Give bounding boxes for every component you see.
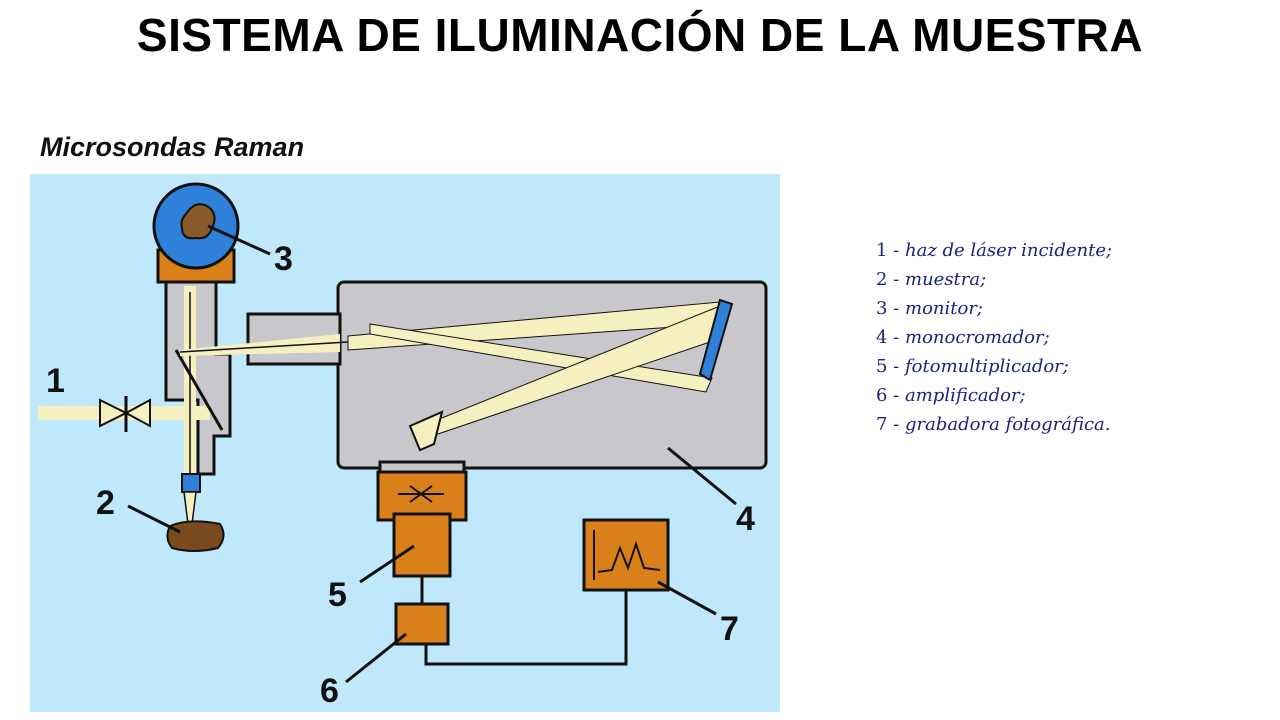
objective-lens <box>181 473 201 493</box>
legend-item: 6 - amplificador; <box>876 385 1026 406</box>
callout-4: 4 <box>736 500 755 538</box>
callout-7: 7 <box>720 610 739 648</box>
slide-subtitle: Microsondas Raman <box>40 132 305 162</box>
slit-assembly-unit <box>376 470 468 522</box>
component-legend: 1 - haz de láser incidente; 2 - muestra;… <box>876 236 1112 439</box>
legend-item: 1 - haz de láser incidente; <box>876 240 1113 261</box>
beam-splitter <box>174 349 224 431</box>
sample <box>166 520 225 552</box>
grating-mirror <box>698 298 734 382</box>
legend-item: 7 - grabadora fotográfica. <box>876 414 1111 435</box>
callout-1: 1 <box>46 362 65 400</box>
exit-mirror <box>408 410 444 452</box>
microscope-body <box>164 278 232 476</box>
legend-item: 2 - muestra; <box>876 269 987 290</box>
callout-3: 3 <box>274 240 293 278</box>
monitor-image-blob <box>180 203 216 240</box>
legend-item: 4 - monocromador; <box>876 327 1050 348</box>
callout-5: 5 <box>328 576 347 614</box>
recorder-trace <box>597 540 661 573</box>
slide-title: SISTEMA DE ILUMINACIÓN DE LA MUESTRA <box>136 9 1144 61</box>
photomultiplier-box <box>392 512 452 578</box>
amplifier-box <box>394 602 450 646</box>
beam-to-monochromator <box>180 334 340 356</box>
legend-item: 3 - monitor; <box>876 298 983 319</box>
legend-item: 5 - fotomultiplicador; <box>876 356 1069 377</box>
recorder-box <box>582 518 670 592</box>
callout-2: 2 <box>96 484 115 522</box>
raman-microprobe-diagram: 1 2 3 4 5 6 7 <box>30 174 780 712</box>
signal-wire <box>424 590 628 666</box>
callout-6: 6 <box>320 672 339 710</box>
